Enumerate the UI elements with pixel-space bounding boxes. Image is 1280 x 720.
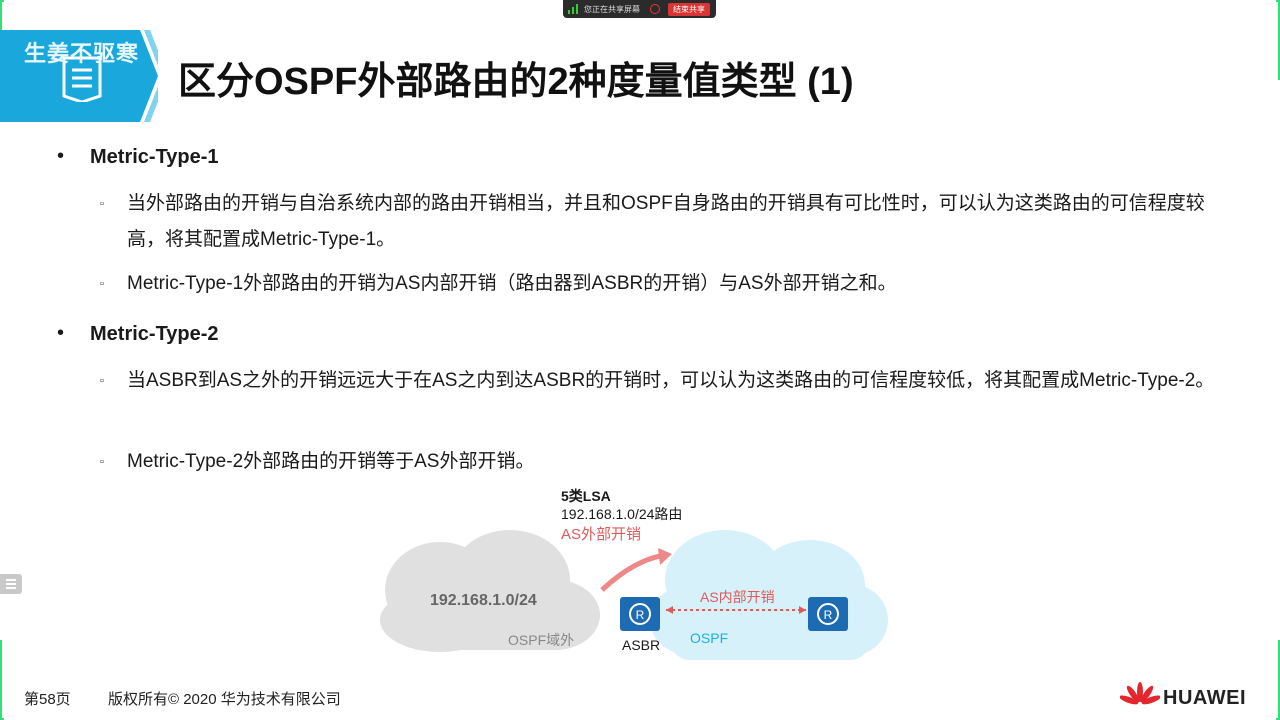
lsa-title: 5类LSA	[561, 488, 611, 504]
external-cloud-label: OSPF域外	[508, 632, 575, 648]
list-item: Metric-Type-2外部路由的开销等于AS外部开销。	[127, 451, 535, 472]
copyright-text: 版权所有© 2020 华为技术有限公司	[108, 691, 341, 708]
list-item: Metric-Type-1外部路由的开销为AS内部开销（路由器到ASBR的开销）…	[127, 273, 897, 294]
arrow-head	[666, 606, 673, 614]
as-external-cost-label: AS外部开销	[561, 526, 642, 543]
arrow-head	[658, 548, 672, 565]
ospf-label: OSPF	[690, 630, 729, 646]
external-cost-arrow	[600, 553, 661, 592]
document-icon	[62, 56, 102, 102]
share-status-text: 您正在共享屏幕	[584, 4, 640, 14]
screen-share-bar: 您正在共享屏幕 结束共享	[563, 0, 716, 18]
side-menu-tab[interactable]	[0, 574, 22, 594]
header-band	[0, 30, 140, 122]
sub-bullet: ▫	[100, 375, 104, 387]
section-heading: Metric-Type-2	[90, 323, 219, 345]
sub-bullet: ▫	[100, 198, 104, 210]
watermark-text: 生姜不驱寒	[24, 41, 140, 66]
as-internal-cost-label: AS内部开销	[700, 589, 775, 605]
frame-corner	[1276, 0, 1280, 80]
network-diagram	[380, 530, 888, 660]
list-item: 当外部路由的开销与自治系统内部的路由开销相当，并且和OSPF自身路由的开销具有可…	[127, 193, 1205, 250]
bullet: •	[57, 322, 65, 344]
router-icon: R	[808, 597, 848, 631]
list-icon	[6, 579, 16, 589]
list-item: 当ASBR到AS之外的开销远远大于在AS之内到达ASBR的开销时，可以认为这类路…	[127, 370, 1215, 391]
external-cloud	[380, 530, 600, 652]
page-number: 第58页	[24, 691, 71, 708]
svg-text:R: R	[636, 608, 645, 622]
brand-name: HUAWEI	[1163, 687, 1246, 709]
asbr-router-icon: R	[620, 597, 660, 631]
arrow-head	[799, 606, 806, 614]
slide-title: 区分OSPF外部路由的2种度量值类型 (1)	[178, 61, 854, 103]
section-heading: Metric-Type-1	[90, 146, 219, 168]
stop-share-button[interactable]: 结束共享	[668, 2, 710, 16]
asbr-label: ASBR	[622, 637, 661, 653]
bullet: •	[57, 145, 65, 167]
sub-bullet: ▫	[100, 278, 104, 290]
record-icon[interactable]	[650, 4, 660, 14]
lsa-route-label: 192.168.1.0/24路由	[561, 506, 683, 522]
huawei-logo-icon	[1120, 682, 1160, 705]
external-network-label: 192.168.1.0/24	[430, 592, 537, 609]
signal-icon	[568, 4, 578, 14]
svg-text:R: R	[824, 608, 833, 622]
frame-corner	[1276, 640, 1280, 720]
sub-bullet: ▫	[100, 456, 104, 468]
header-chevron	[118, 30, 158, 122]
frame-corner	[0, 640, 4, 720]
